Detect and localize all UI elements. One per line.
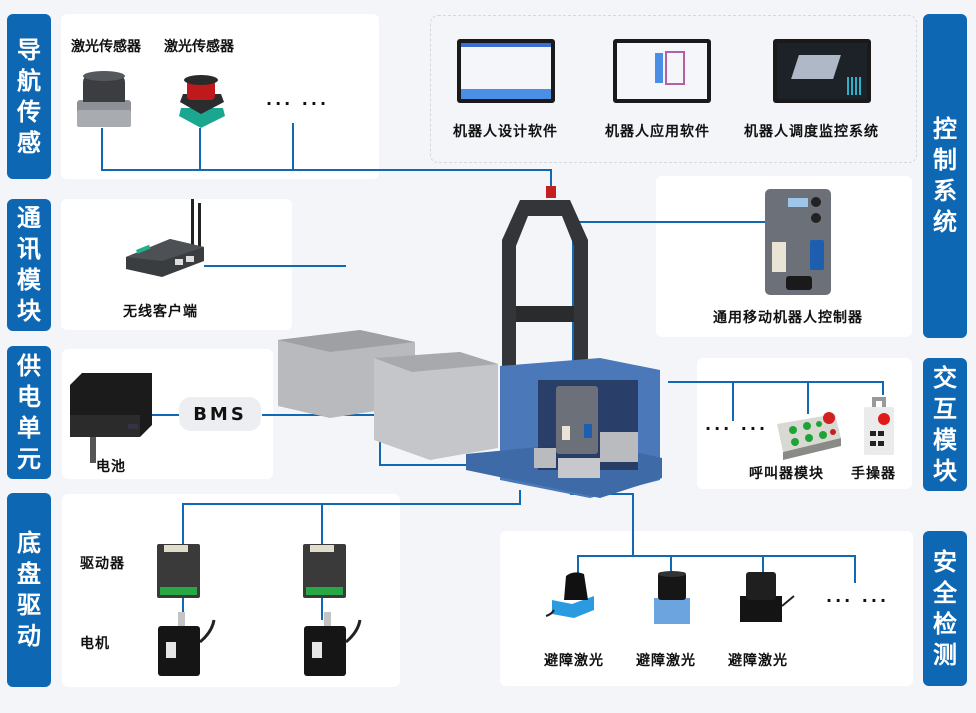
category-tab-safety: 安全检测 [923,531,967,686]
category-tab-chassis: 底盘驱动 [7,493,51,687]
connector-line [550,169,552,187]
battery-label: 电池 [96,459,126,475]
storage-bin [374,352,498,460]
connector-line [292,123,294,170]
call-module-label: 呼叫器模块 [749,466,824,482]
lidar-sensor-gray-icon [77,71,131,127]
category-label: 安全检测 [933,547,957,669]
connector-line [199,128,201,170]
controller-in-robot [556,386,598,454]
category-tab-power: 供电单元 [7,346,51,479]
connector-line [670,555,672,575]
controller-label: 通用移动机器人控制器 [713,310,863,326]
dispatch-monitor-system-icon [773,39,871,103]
more-sensors-ellipsis: ··· ··· [266,94,330,113]
lidar-sensor-red-icon [179,75,225,128]
connector-line [519,490,521,505]
connector-line [632,493,634,556]
obstacle-lidar-blue-icon [545,572,594,618]
category-label: 交互模块 [933,363,957,485]
obstacle-lidar-lightblue-icon [654,571,690,624]
connector-line [182,503,184,545]
pendant-label: 手操器 [851,466,896,482]
more-safety-ellipsis: ··· ··· [826,591,890,610]
mobile-robot-illustration [278,186,662,498]
connector-line [762,555,764,575]
design-software-label: 机器人设计软件 [453,124,558,140]
obstacle-laser-label: 避障激光 [728,653,788,669]
nav-sensor-label: 激光传感器 [71,39,141,55]
category-label: 底盘驱动 [17,529,41,650]
category-tab-communication: 通讯模块 [7,199,51,331]
connector-line [807,381,809,414]
wireless-client-label: 无线客户端 [123,304,198,320]
servo-driver-icon [303,544,346,598]
category-label: 通讯模块 [17,204,41,325]
mobile-robot-controller-icon [765,189,831,295]
driver-label: 驱动器 [80,556,125,572]
design-software-monitor-icon [457,39,555,103]
application-software-label: 机器人应用软件 [605,124,710,140]
bms-badge: BMS [179,397,261,431]
dispatch-system-label: 机器人调度监控系统 [744,124,879,140]
wireless-router-icon [126,199,204,277]
category-tab-control: 控制系统 [923,14,967,338]
servo-motor-icon [158,612,216,676]
connector-line [101,169,552,171]
application-software-monitor-icon [613,39,711,103]
obstacle-laser-label: 避障激光 [636,653,696,669]
obstacle-lidar-black-icon [740,572,795,622]
more-interaction-ellipsis: ··· ··· [705,419,769,438]
connector-line [379,464,539,466]
connector-line [321,598,323,620]
category-label: 导航传感 [17,35,41,157]
connector-line [572,221,574,386]
connector-line [732,381,734,421]
connector-line [668,381,884,383]
software-group [430,15,917,163]
category-tab-interaction: 交互模块 [923,358,967,491]
connector-line [204,265,346,267]
motor-label: 电机 [80,636,110,652]
connector-line [854,555,856,583]
category-tab-navigation: 导航传感 [7,14,51,179]
connector-line [182,503,521,505]
category-label: 控制系统 [933,115,957,236]
connector-line [882,381,884,395]
connector-line [577,555,579,575]
connector-line [321,503,323,545]
connector-line [182,598,184,620]
handheld-pendant-icon [864,397,894,455]
warning-light-icon [546,186,556,198]
connector-line [572,221,770,223]
battery-icon [70,373,152,463]
servo-driver-icon [157,544,200,598]
nav-sensor-label: 激光传感器 [164,39,234,55]
category-label: 供电单元 [17,351,41,473]
connector-line [152,414,180,416]
call-button-box-icon [777,412,841,460]
servo-motor-icon [304,612,362,676]
obstacle-laser-label: 避障激光 [544,653,604,669]
connector-line [101,128,103,170]
connector-line [577,555,856,557]
